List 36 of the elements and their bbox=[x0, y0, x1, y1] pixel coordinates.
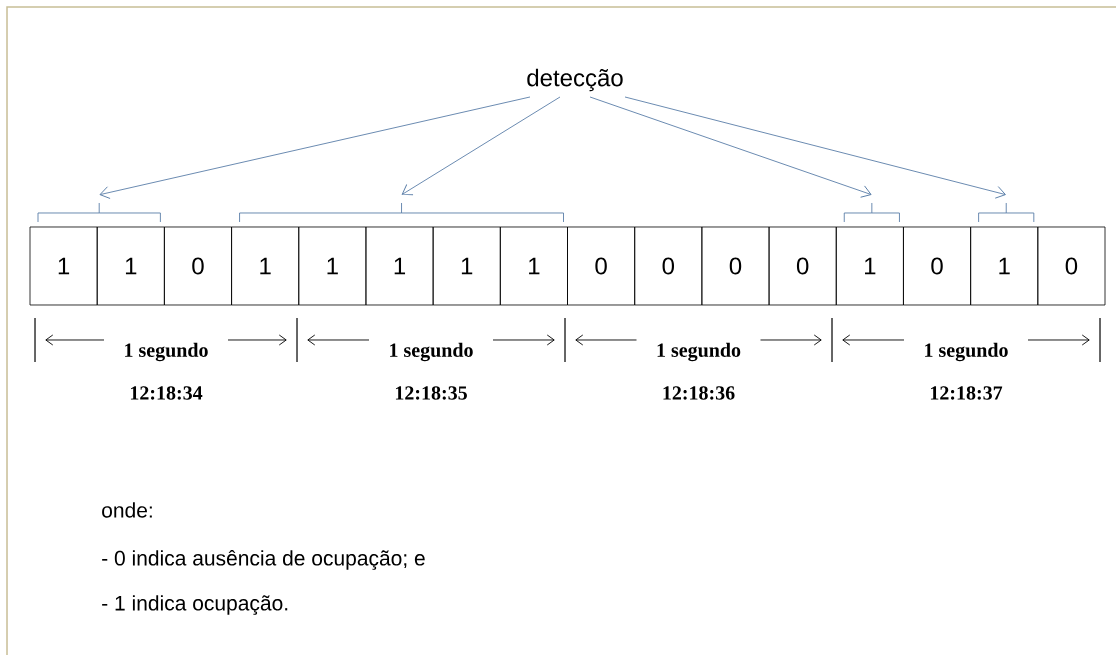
duration-label: 1 segundo bbox=[125, 342, 208, 362]
note-text: onde: bbox=[102, 502, 152, 518]
bit-cell: 1 bbox=[365, 226, 434, 306]
bracket bbox=[37, 202, 161, 223]
bit-cell: 0 bbox=[768, 226, 837, 306]
arrow bbox=[401, 96, 561, 196]
bit-cell: 1 bbox=[231, 226, 300, 306]
bit-cell: 1 bbox=[835, 226, 904, 306]
bit-cell: 0 bbox=[567, 226, 636, 306]
bit-cell: 0 bbox=[164, 226, 232, 306]
bracket bbox=[843, 202, 900, 223]
bit-cell: 1 bbox=[29, 226, 98, 306]
duration-label: 1 segundo bbox=[925, 342, 1008, 362]
note-text: - 1 indica ocupação. bbox=[102, 595, 288, 615]
arrow bbox=[589, 96, 872, 198]
bit-cell: 1 bbox=[96, 226, 165, 306]
bit-cell: 1 bbox=[298, 226, 367, 306]
bit-cell: 0 bbox=[903, 226, 972, 306]
time-label: 12:18:37 bbox=[930, 386, 1003, 400]
note-text: - 0 indica ausência de ocupação; e bbox=[102, 550, 425, 570]
time-label: 12:18:36 bbox=[663, 386, 735, 400]
bracket bbox=[978, 202, 1035, 223]
bracket bbox=[239, 202, 564, 223]
bit-cell: 1 bbox=[499, 226, 568, 306]
duration-label: 1 segundo bbox=[390, 342, 473, 362]
bit-cell: 1 bbox=[432, 226, 501, 306]
duration-label: 1 segundo bbox=[657, 342, 741, 362]
bit-cell: 0 bbox=[634, 226, 703, 306]
time-label: 12:18:34 bbox=[130, 386, 203, 400]
time-label: 12:18:35 bbox=[395, 386, 467, 400]
bit-cell: 1 bbox=[970, 226, 1039, 306]
bit-cell: 0 bbox=[1037, 226, 1106, 306]
bit-cell: 0 bbox=[701, 226, 770, 306]
arrow bbox=[624, 96, 1006, 199]
arrow bbox=[99, 96, 531, 199]
caption-text: detecção bbox=[527, 68, 623, 92]
